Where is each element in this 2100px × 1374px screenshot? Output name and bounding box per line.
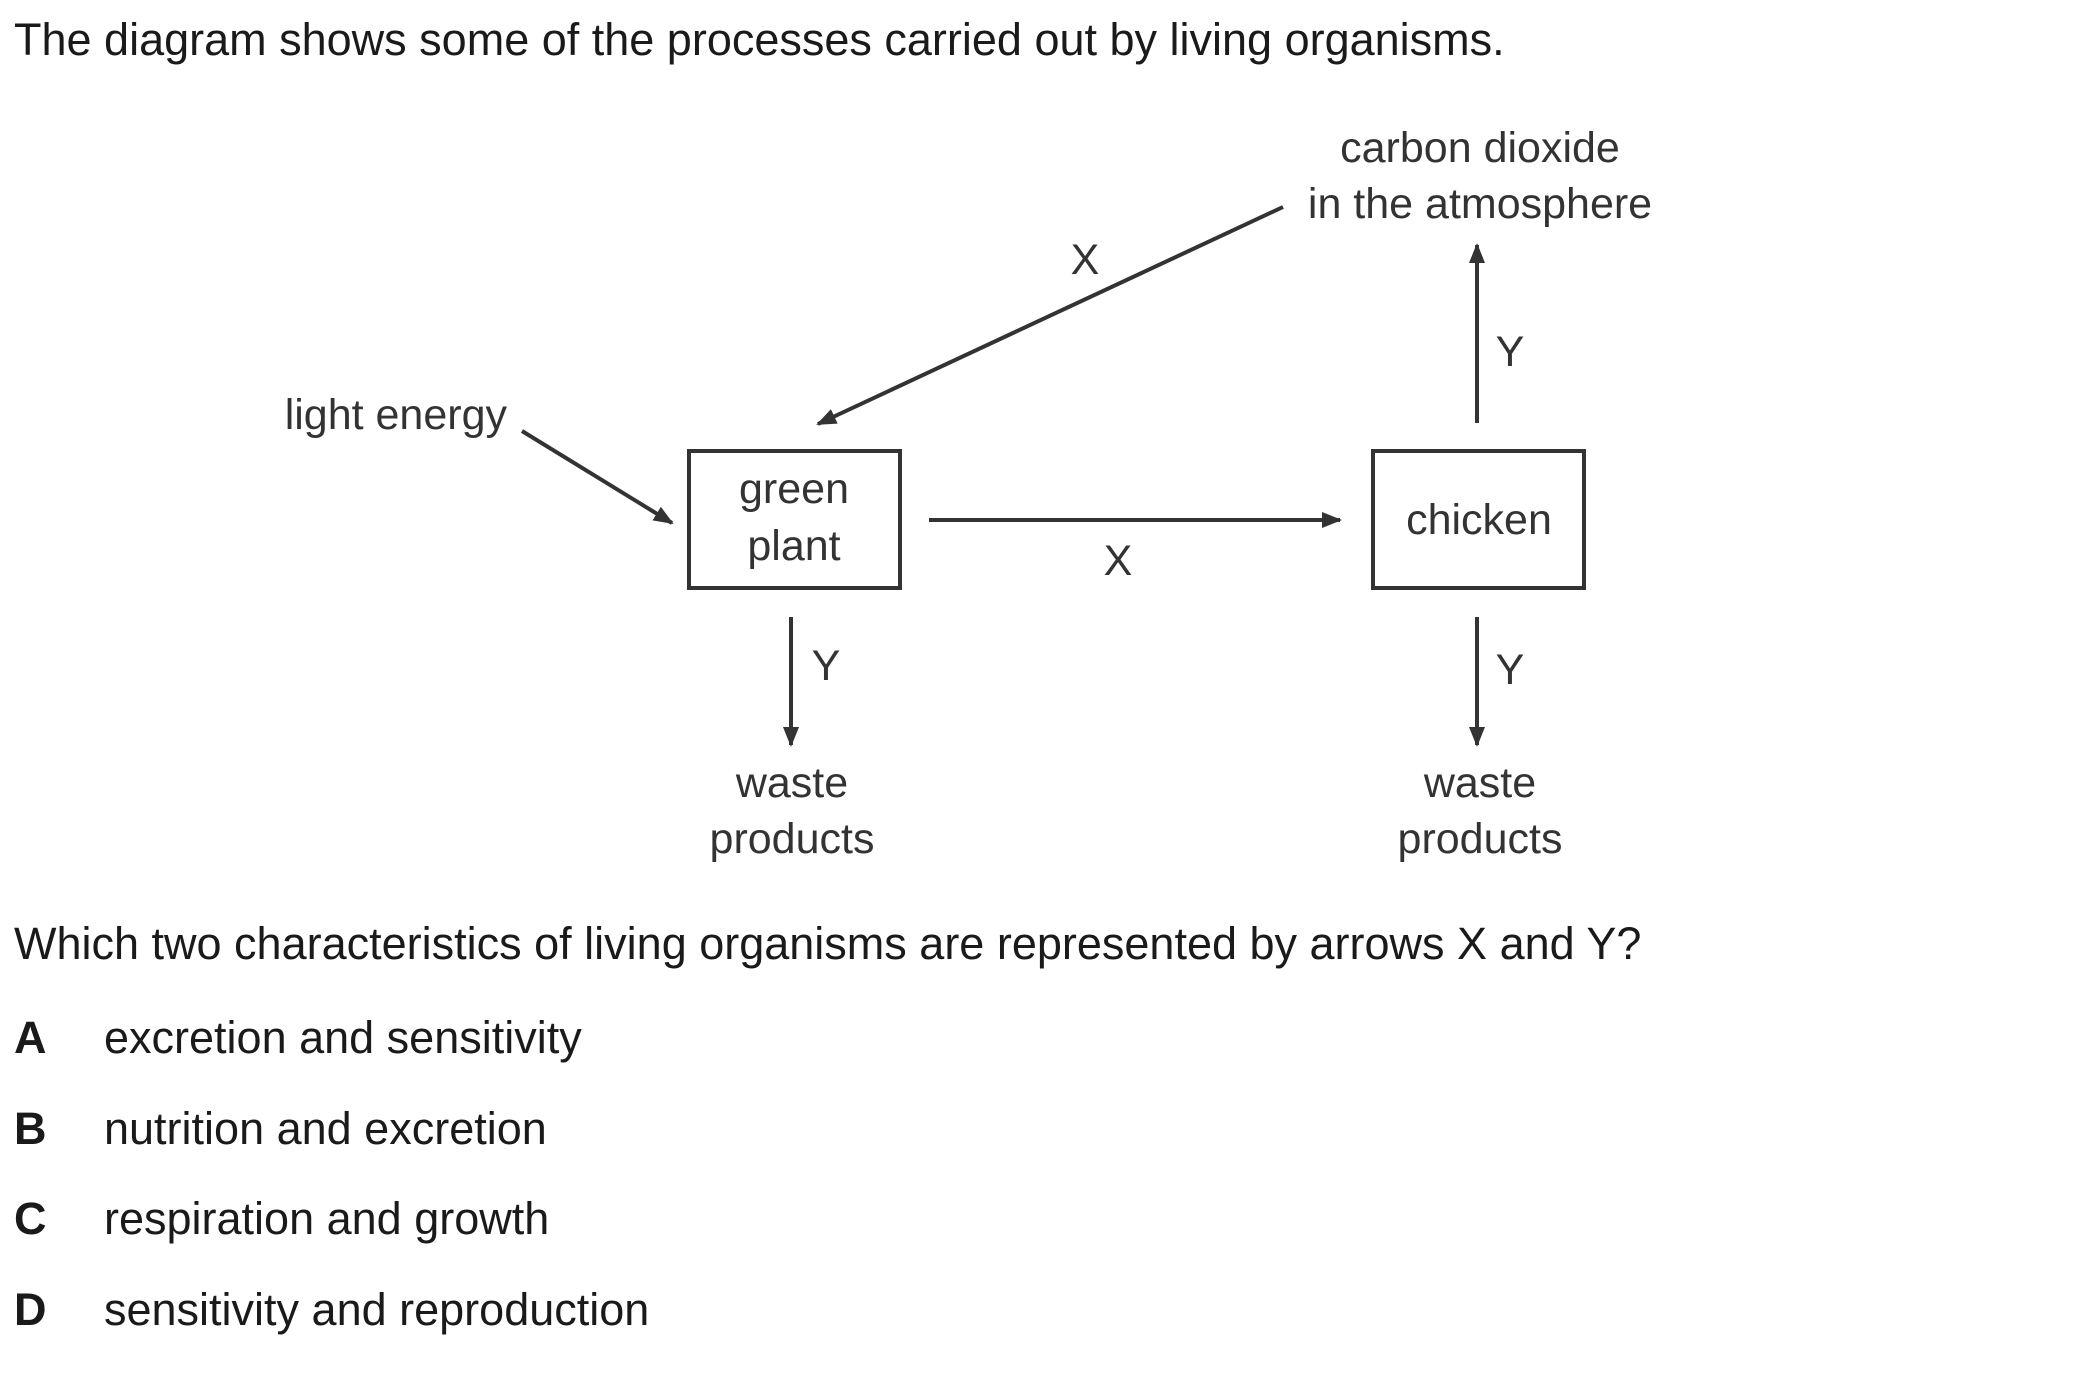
y-label-plant-down: Y [812,642,841,690]
option-text: nutrition and excretion [104,1102,547,1154]
chicken-box [1371,449,1586,590]
plant-waste-label-line1: waste [735,759,848,807]
option-letter: A [14,1012,47,1063]
co2-label-line2: in the atmosphere [1308,180,1652,228]
light-energy-label: light energy [285,391,508,439]
x-label-horizontal: X [1104,537,1133,585]
option-letter: D [14,1283,47,1335]
y-label-chicken-up: Y [1496,328,1525,376]
option-text: respiration and growth [104,1193,550,1244]
green-plant-label-line1: green [739,465,849,513]
green-plant-label-line2: plant [747,522,840,570]
option-letter: B [14,1102,47,1154]
plant-waste-label-line2: products [710,815,875,863]
option-letter: C [14,1193,47,1244]
light-energy-arrow [520,429,674,525]
chicken-waste-label-line2: products [1398,815,1563,863]
question-text: Which two characteristics of living orga… [14,918,1642,969]
x-arrow-co2-to-plant [816,205,1284,426]
processes-diagram: green plant chicken light energy carbon … [285,124,1652,863]
y-label-chicken-down: Y [1496,646,1525,694]
chicken-label: chicken [1406,496,1552,544]
option-text: sensitivity and reproduction [104,1283,650,1335]
chicken-waste-label-line1: waste [1423,759,1536,807]
option-text: excretion and sensitivity [104,1012,582,1063]
co2-label-line1: carbon dioxide [1340,124,1620,172]
question-stem: The diagram shows some of the processes … [14,14,1505,65]
green-plant-box [687,449,902,590]
x-label-diagonal: X [1071,236,1100,284]
